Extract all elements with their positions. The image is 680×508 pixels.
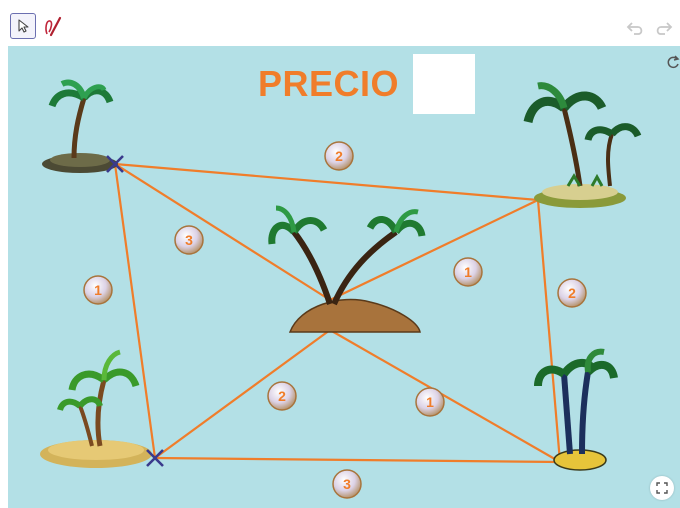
route-lines (113, 162, 562, 464)
cost-ball (174, 225, 204, 255)
route-edge (536, 199, 562, 463)
cost-ball (324, 141, 354, 171)
route-edge (114, 162, 539, 202)
route-edge (154, 329, 331, 459)
cost-labels: 2 3 1 1 2 2 1 3 (94, 148, 576, 492)
cost-balls (83, 141, 587, 499)
move-tool-button[interactable] (10, 13, 36, 39)
edge-cost-label: 1 (464, 264, 472, 280)
arrow-cursor-icon (18, 19, 29, 33)
cost-ball (332, 469, 362, 499)
pen-tool-button[interactable] (40, 13, 66, 39)
applet-canvas: 2 3 1 1 2 2 1 3 PRECIO (8, 46, 680, 508)
cost-ball (415, 387, 445, 417)
cost-ball (267, 381, 297, 411)
island-bottom-left (40, 349, 152, 468)
undo-icon (626, 22, 643, 35)
island-top-right (523, 82, 642, 208)
redo-icon (656, 22, 673, 35)
cost-ball (557, 278, 587, 308)
route-edge (329, 199, 539, 301)
cost-ball (83, 275, 113, 305)
island-top-left (42, 79, 118, 173)
fullscreen-button[interactable] (650, 476, 674, 500)
edge-cost-label: 2 (278, 388, 286, 404)
edge-cost-label: 1 (426, 394, 434, 410)
route-edge (113, 163, 157, 459)
redo-button[interactable] (652, 18, 674, 38)
island-center (268, 205, 426, 333)
fullscreen-icon (656, 482, 668, 494)
edge-cost-label: 1 (94, 282, 102, 298)
island-bottom-right (534, 348, 618, 471)
toolbar (0, 0, 680, 46)
edge-cost-label: 3 (185, 232, 193, 248)
reset-icon[interactable] (666, 54, 680, 70)
route-edge (114, 163, 331, 301)
edge-cost-label: 2 (568, 285, 576, 301)
route-edge (154, 456, 561, 464)
edge-cost-label: 3 (343, 476, 351, 492)
price-answer-box[interactable] (413, 54, 475, 114)
page-title: PRECIO (258, 63, 400, 104)
undo-button[interactable] (625, 18, 647, 38)
selected-node-markers (106, 155, 164, 467)
route-edge (329, 329, 561, 463)
island-map: 2 3 1 1 2 2 1 3 (40, 79, 642, 499)
pen-icon (45, 16, 62, 37)
edge-cost-label: 2 (335, 148, 343, 164)
selection-x-mark[interactable] (146, 449, 164, 467)
selection-x-mark[interactable] (106, 155, 124, 173)
cost-ball (453, 257, 483, 287)
